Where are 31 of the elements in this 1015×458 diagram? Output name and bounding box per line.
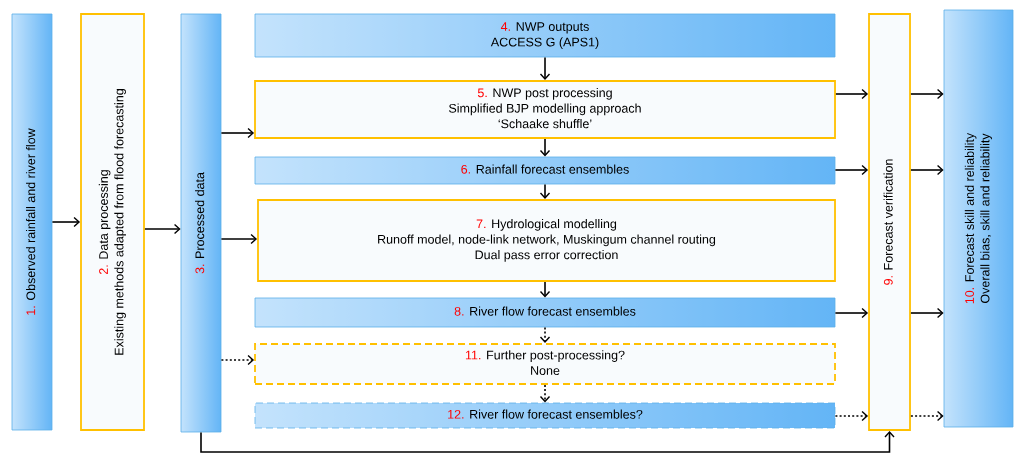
arrow — [910, 88, 944, 100]
arrow — [220, 127, 255, 139]
arrow — [835, 88, 869, 100]
process-box: 5. NWP post processing Simplified BJP modelling approach ‘Schaake shuffle’ — [254, 80, 836, 139]
arrow — [539, 384, 551, 403]
process-box: 8. River flow forecast ensembles — [254, 297, 836, 328]
process-box: 4. NWP outputs ACCESS G (APS1) — [254, 13, 836, 58]
process-box: 10. Forecast skill and reliability Overall bias, skill and reliability — [943, 9, 1014, 428]
process-box: 1. Observed rainfall and river flow — [11, 13, 53, 431]
process-box: 3. Processed data — [180, 13, 222, 433]
arrow — [834, 410, 869, 422]
arrow — [51, 216, 81, 228]
arrow — [539, 56, 551, 81]
arrow — [220, 354, 255, 366]
arrow — [220, 233, 258, 245]
process-box: 7. Hydrological modelling Runoff model, node-link network, Muskingum channel routing Dual pass error correction — [257, 199, 836, 282]
process-box: 9. Forecast verification — [868, 13, 911, 431]
arrow — [834, 307, 869, 319]
arrow — [144, 223, 181, 235]
arrow — [200, 430, 895, 453]
arrow — [910, 307, 944, 319]
arrow — [834, 164, 869, 176]
process-box: 6. Rainfall forecast ensembles — [254, 156, 836, 185]
arrow — [910, 164, 944, 176]
process-box: 11. Further post-processing? None — [254, 343, 836, 385]
arrow — [539, 138, 551, 157]
arrow — [539, 281, 551, 298]
arrow — [910, 410, 944, 422]
arrow — [539, 326, 551, 344]
process-box: 12. River flow forecast ensembles? — [254, 402, 836, 429]
arrow — [539, 183, 551, 200]
